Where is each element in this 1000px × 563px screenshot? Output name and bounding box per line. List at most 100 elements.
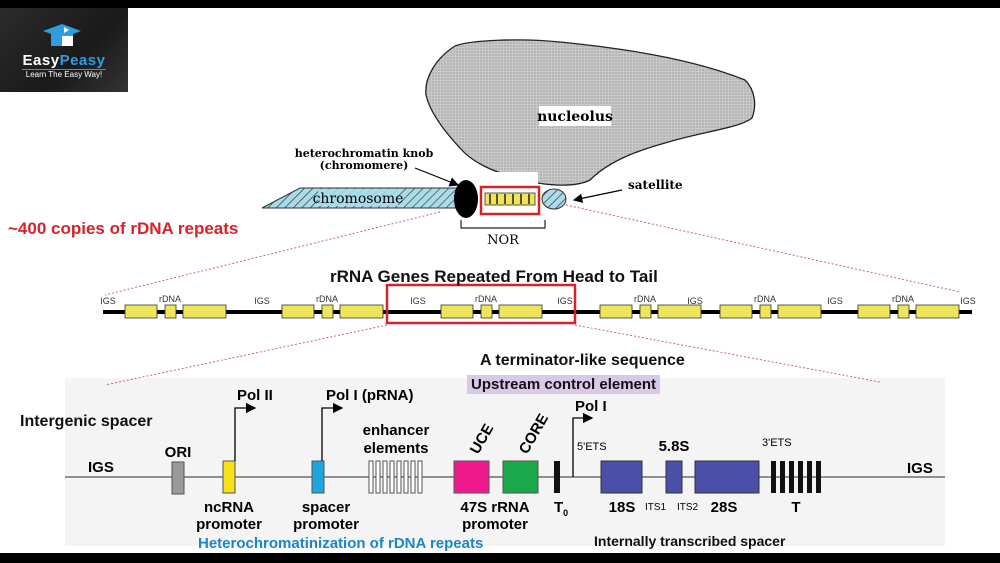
pol2-arrow xyxy=(234,402,257,461)
t-label: T xyxy=(791,499,800,516)
terminator-bar xyxy=(789,461,794,493)
gene-map: IGS IGS ORI Pol II ncRNA promoter Pol I … xyxy=(65,387,945,533)
ncrna-label-2: promoter xyxy=(196,516,262,533)
core-box xyxy=(502,460,539,494)
t0-terminator xyxy=(554,461,560,493)
top-border xyxy=(0,0,1000,8)
copies-label: ~400 copies of rDNA repeats xyxy=(8,219,239,238)
rdna-segment-mid xyxy=(897,304,910,319)
nor-label: NOR xyxy=(487,233,520,248)
spacer-promoter-box xyxy=(311,460,325,494)
ncrna-label-1: ncRNA xyxy=(204,499,254,516)
rdna-segment-right xyxy=(657,304,702,319)
igs-label: IGS xyxy=(557,296,573,306)
enhancer-element xyxy=(382,460,388,494)
pol1-prna-label: Pol I (pRNA) xyxy=(326,387,414,404)
nucleolus-label-bg xyxy=(539,106,611,126)
intergenic-spacer-label: Intergenic spacer xyxy=(20,413,153,430)
knob-arrow xyxy=(414,167,460,187)
its1-label: ITS1 xyxy=(645,502,667,513)
rdna-segment-right xyxy=(915,304,960,319)
pol1-arrow xyxy=(572,412,594,477)
rrna-28s-box xyxy=(694,460,760,494)
rrna-18s-box xyxy=(600,460,643,494)
igs-label: IGS xyxy=(254,296,270,306)
nor-bracket xyxy=(460,220,546,229)
enhancer-element xyxy=(375,460,381,494)
chromosome-label-bg xyxy=(318,189,398,206)
chromosome-label: chromosome xyxy=(313,191,404,207)
rdna-segment-mid xyxy=(480,304,493,319)
rdna-segment-left xyxy=(440,304,474,319)
enhancer-element xyxy=(417,460,423,494)
logo-brand: EasyPeasy xyxy=(0,52,128,69)
nucleolus-label: nucleolus xyxy=(537,109,613,125)
igs-label: IGS xyxy=(687,296,703,306)
enhancer-label-2: elements xyxy=(363,440,428,457)
rdna-segment-right xyxy=(339,304,384,319)
rdna-segment-right xyxy=(182,304,227,319)
igs-left-label: IGS xyxy=(88,459,114,476)
logo-brand-peasy: Peasy xyxy=(59,52,106,69)
rdna-segment-left xyxy=(599,304,633,319)
spacer-label-2: promoter xyxy=(293,516,359,533)
enhancer-element xyxy=(396,460,402,494)
satellite-shape xyxy=(541,188,567,210)
terminator-label: A terminator-like sequence xyxy=(480,352,685,369)
terminator-t-bars xyxy=(771,461,821,493)
enhancer-element xyxy=(410,460,416,494)
logo-underline xyxy=(22,69,106,70)
rdna-segment-mid xyxy=(759,304,772,319)
igs-label: IGS xyxy=(827,296,843,306)
rdna-segment-right xyxy=(777,304,822,319)
enhancer-element xyxy=(368,460,374,494)
terminator-bar xyxy=(807,461,812,493)
satellite-label: satellite xyxy=(628,178,683,192)
rdna-label: rDNA xyxy=(754,294,776,304)
enhancer-label-1: enhancer xyxy=(363,422,430,439)
core-label: CORE xyxy=(516,411,552,457)
t0-label: T0 xyxy=(554,499,568,518)
satellite-arrow xyxy=(572,189,623,203)
pol2-label: Pol II xyxy=(237,387,273,404)
rdna-segment-left xyxy=(857,304,891,319)
p47-label-1: 47S rRNA xyxy=(460,499,529,516)
p47-label-2: promoter xyxy=(462,516,528,533)
ets5-label: 5'ETS xyxy=(577,441,607,453)
rdna-segment-mid xyxy=(639,304,652,319)
terminator-bar xyxy=(798,461,803,493)
enhancer-element xyxy=(403,460,409,494)
ori-box xyxy=(171,461,185,495)
terminator-bar xyxy=(771,461,776,493)
nor-rdna-ticks xyxy=(489,194,530,204)
igs-label: IGS xyxy=(960,296,976,306)
terminator-bar xyxy=(780,461,785,493)
rdna-label: rDNA xyxy=(316,294,338,304)
logo-tagline: Learn The Easy Way! xyxy=(25,70,103,79)
uce-box xyxy=(453,460,490,494)
pol1-prna-arrow xyxy=(321,402,344,461)
terminator-bar xyxy=(816,461,821,493)
uce-label: UCE xyxy=(467,421,498,457)
knob-label-line1: heterochromatin knob xyxy=(295,147,434,160)
spacer-label-1: spacer xyxy=(302,499,351,516)
nor-rdna-band xyxy=(484,192,536,206)
rdna-segment-left xyxy=(124,304,158,319)
its-label: Internally transcribed spacer xyxy=(594,533,786,549)
bottom-border xyxy=(0,553,1000,563)
logo: EasyPeasy Learn The Easy Way! xyxy=(0,8,128,92)
rdna-segment-mid xyxy=(321,304,334,319)
rrna-58s-label: 5.8S xyxy=(659,438,690,455)
uce-highlight-label: Upstream control element xyxy=(467,375,661,394)
igs-label: IGS xyxy=(410,296,426,306)
rrna-58s-box xyxy=(665,460,683,494)
rdna-label: rDNA xyxy=(892,294,914,304)
rdna-label: rDNA xyxy=(634,294,656,304)
pol1-label: Pol I xyxy=(575,398,607,415)
rrna-28s-label: 28S xyxy=(711,499,738,516)
heterochromatinization-label: Heterochromatinization of rDNA repeats xyxy=(198,535,484,552)
enhancer-element xyxy=(389,460,395,494)
repeats-title: rRNA Genes Repeated From Head to Tail xyxy=(330,267,658,286)
